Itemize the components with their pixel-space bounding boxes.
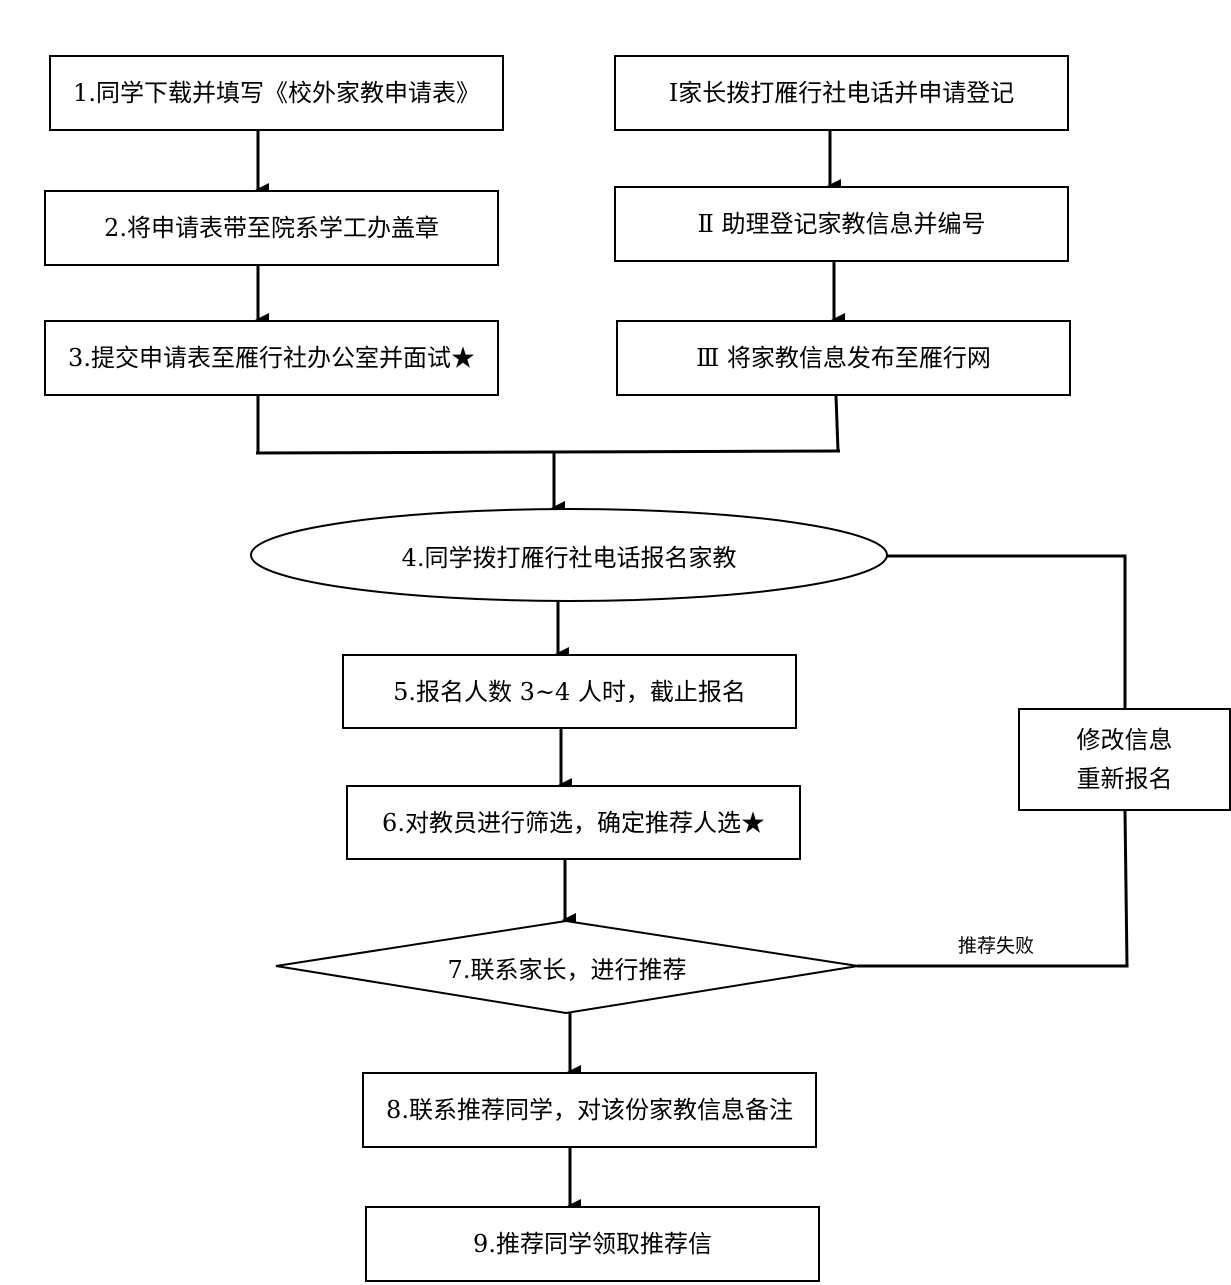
step-7-diamond [275,919,859,1015]
step-6-box: 6.对教员进行筛选，确定推荐人选★ [346,785,801,860]
step-I-box: Ⅰ家长拨打雁行社电话并申请登记 [614,55,1069,131]
step-3-label: 3.提交申请表至雁行社办公室并面试★ [68,344,475,372]
step-III-box: Ⅲ 将家教信息发布至雁行网 [616,320,1071,396]
step-8-label: 8.联系推荐同学，对该份家教信息备注 [386,1096,793,1124]
step-5-box: 5.报名人数 3~4 人时，截止报名 [342,654,797,729]
step-2-label: 2.将申请表带至院系学工办盖章 [104,214,439,242]
loop-fail-line [857,810,1129,968]
step-6-label: 6.对教员进行筛选，确定推荐人选★ [382,808,765,837]
step-9-box: 9.推荐同学领取推荐信 [365,1206,820,1282]
step-1-box: 1.同学下载并填写《校外家教申请表》 [49,55,504,131]
step-II-box: Ⅱ 助理登记家教信息并编号 [614,186,1069,262]
step-II-label: Ⅱ 助理登记家教信息并编号 [697,210,986,238]
recommend-failed-label: 推荐失败 [958,935,1035,957]
step-2-box: 2.将申请表带至院系学工办盖章 [44,190,499,266]
merge-right-drop [834,395,840,452]
step-1-label: 1.同学下载并填写《校外家教申请表》 [73,79,480,107]
step-I-label: Ⅰ家长拨打雁行社电话并申请登记 [668,79,1015,107]
retry-line-2: 重新报名 [1076,764,1173,793]
step-7-label: 7.联系家长，进行推荐 [447,955,687,984]
loop-return-line [887,554,1127,708]
step-5-label: 5.报名人数 3~4 人时，截止报名 [393,677,746,706]
step-III-label: Ⅲ 将家教信息发布至雁行网 [696,344,991,372]
step-4-label: 4.同学拨打雁行社电话报名家教 [401,543,737,572]
retry-line-1: 修改信息 [1076,726,1173,755]
retry-box: 修改信息 重新报名 [1018,708,1231,811]
step-8-box: 8.联系推荐同学，对该份家教信息备注 [362,1072,817,1148]
step-3-box: 3.提交申请表至雁行社办公室并面试★ [44,320,499,396]
merge-bar [255,449,841,455]
step-4-ellipse [250,508,888,602]
step-9-label: 9.推荐同学领取推荐信 [473,1230,712,1258]
